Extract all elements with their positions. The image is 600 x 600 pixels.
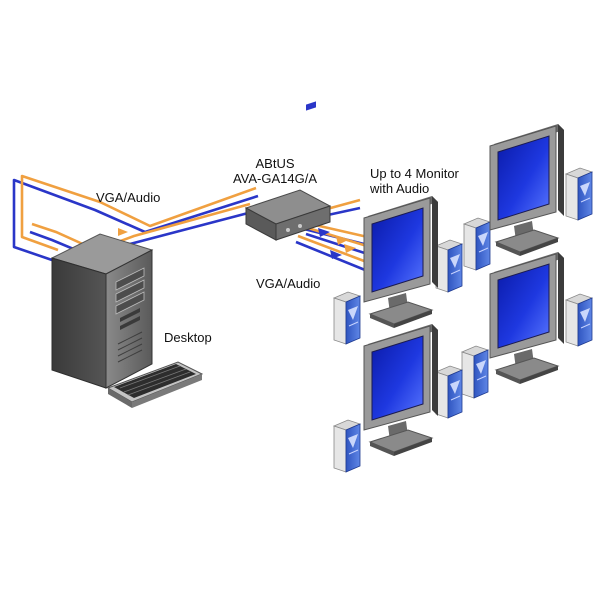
audio-cable-in — [20, 174, 257, 252]
speaker-icon — [435, 239, 463, 293]
vga-cable-in — [12, 178, 259, 262]
monitor-icon — [363, 323, 439, 457]
desktop-computer — [50, 233, 154, 389]
computer-label: Desktop — [164, 330, 212, 345]
speaker-icon — [461, 345, 489, 399]
audio-cable-in-back — [31, 202, 251, 252]
cable-out-label: VGA/Audio — [256, 276, 321, 291]
monitor-icon — [489, 123, 565, 257]
speaker-icon — [565, 167, 593, 221]
arrow-icon — [344, 244, 356, 253]
monitor-station-2 — [333, 195, 463, 345]
speaker-icon — [463, 217, 491, 271]
arrow-icon — [330, 250, 342, 259]
device-label: ABtUS AVA-GA14G/A — [220, 156, 330, 186]
speaker-icon — [333, 419, 361, 473]
monitors-label-line2: with Audio — [370, 181, 430, 196]
monitor-station-1 — [463, 123, 593, 271]
monitor-icon — [489, 251, 565, 385]
monitors-label-line1: Up to 4 Monitor — [370, 166, 459, 181]
arrow-icon — [336, 236, 348, 245]
audio-cable-out-3 — [297, 234, 373, 266]
arrow-icon — [118, 228, 128, 236]
monitors-label: Up to 4 Monitor with Audio — [370, 166, 459, 196]
speaker-icon — [565, 293, 593, 347]
arrow-icon — [318, 228, 330, 237]
speaker-icon — [435, 365, 463, 419]
device-brand: ABtUS — [255, 156, 295, 171]
monitor-icon — [363, 195, 439, 329]
splitter-device — [244, 101, 332, 241]
monitor-station-3 — [461, 251, 593, 399]
keyboard — [106, 361, 204, 408]
monitor-station-4 — [333, 323, 463, 473]
speaker-icon — [333, 291, 361, 345]
cable-in-label: VGA/Audio — [96, 190, 161, 205]
device-model: AVA-GA14G/A — [232, 171, 318, 186]
